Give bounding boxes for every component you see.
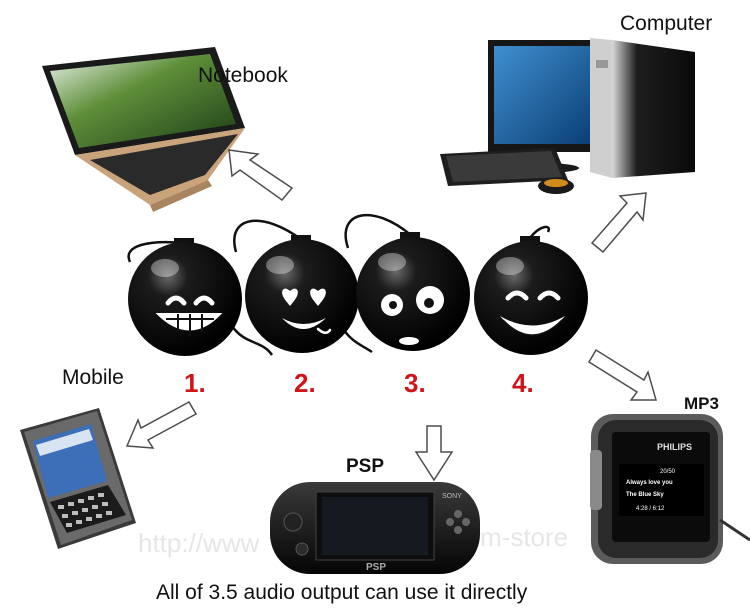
- label-mp3: MP3: [684, 394, 719, 413]
- mp3-song-title: Always love you: [626, 480, 673, 486]
- arrow-to-notebook-icon: [228, 149, 294, 202]
- label-psp: PSP: [346, 456, 385, 477]
- notebook-image: [42, 47, 245, 212]
- speaker-2: [245, 235, 359, 353]
- caption: All of 3.5 audio output can use it direc…: [156, 581, 528, 604]
- arrow-to-psp-icon: [414, 425, 454, 482]
- speaker-4: [474, 236, 588, 355]
- speaker-3: [356, 232, 470, 351]
- arrow-to-computer-icon: [590, 192, 647, 254]
- watermark-right: m-store: [480, 522, 569, 552]
- mp3-time: 4:28 / 6:12: [636, 506, 665, 512]
- label-computer: Computer: [620, 12, 713, 35]
- mp3-image: [590, 414, 750, 564]
- speaker-number-4: 4.: [512, 368, 534, 398]
- arrow-to-mobile-icon: [125, 400, 198, 449]
- mobile-image: [20, 408, 136, 549]
- label-mobile: Mobile: [62, 366, 124, 389]
- mp3-track-index: 20/50: [660, 469, 676, 475]
- computer-image: [440, 38, 695, 194]
- mp3-artist: The Blue Sky: [626, 492, 664, 498]
- sony-logo: SONY: [442, 493, 462, 500]
- speaker-1: [128, 238, 242, 356]
- speaker-number-3: 3.: [404, 368, 426, 398]
- psp-image: [270, 482, 480, 574]
- arrow-to-mp3-icon: [587, 348, 657, 401]
- speaker-number-2: 2.: [294, 368, 316, 398]
- philips-logo: PHILIPS: [657, 442, 692, 452]
- label-notebook: Notebook: [198, 64, 288, 87]
- watermark-left: http://www: [138, 528, 260, 558]
- speaker-number-1: 1.: [184, 368, 206, 398]
- psp-logo: PSP: [366, 562, 386, 573]
